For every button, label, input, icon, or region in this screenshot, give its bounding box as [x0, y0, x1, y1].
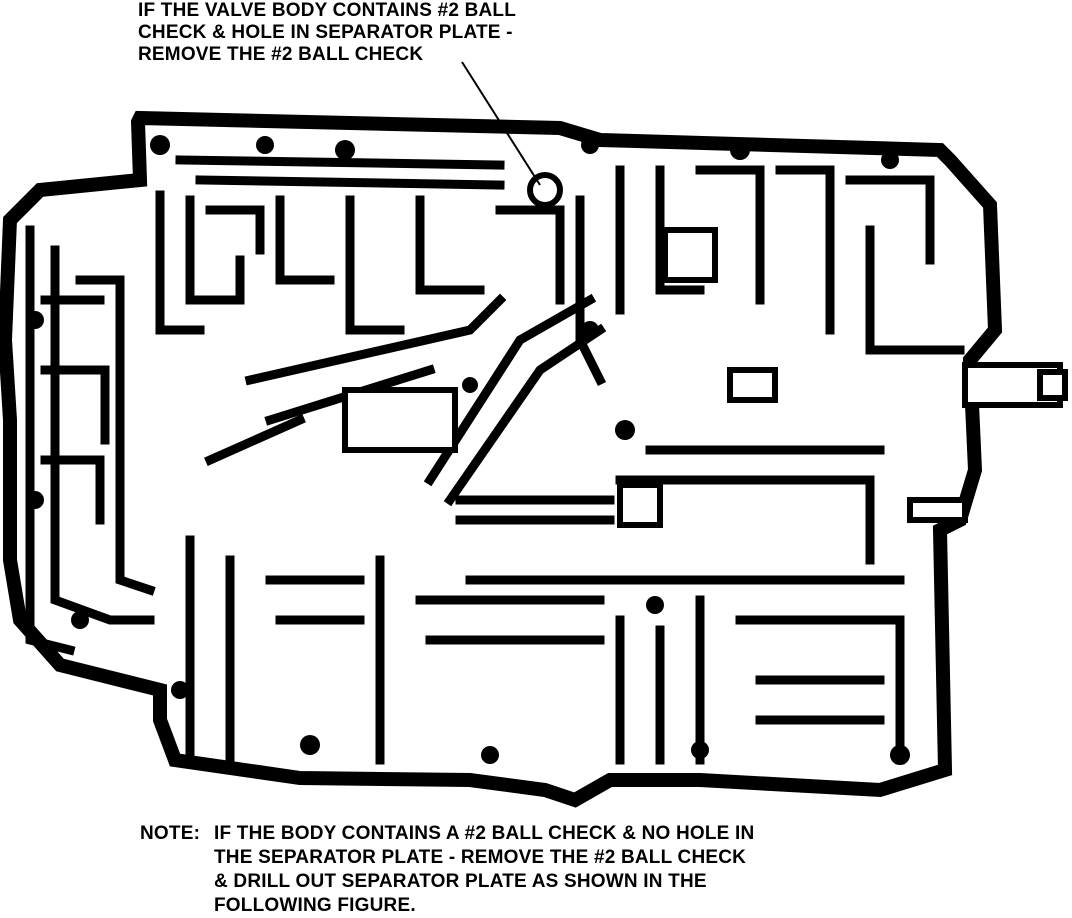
- note-line: & DRILL OUT SEPARATOR PLATE AS SHOWN IN …: [214, 871, 707, 892]
- callout-line: CHECK & HOLE IN SEPARATOR PLATE -: [138, 22, 513, 43]
- ball-check-callout: IF THE VALVE BODY CONTAINS #2 BALL CHECK…: [138, 0, 516, 66]
- ball-check-2: [527, 172, 563, 208]
- callout-leader-line: [461, 61, 541, 186]
- note-text: NOTE: IF THE BODY CONTAINS A #2 BALL CHE…: [140, 822, 754, 918]
- valve-bores: [342, 227, 778, 528]
- callout-line: REMOVE THE #2 BALL CHECK: [138, 44, 424, 65]
- valve-shafts: [907, 362, 1068, 523]
- fluid-channels: [25, 155, 965, 765]
- bolt-holes: [26, 135, 910, 765]
- note-lead: NOTE:: [140, 823, 201, 844]
- callout-line: IF THE VALVE BODY CONTAINS #2 BALL: [138, 0, 517, 21]
- valve-body-outline: [0, 110, 1003, 808]
- note-line: THE SEPARATOR PLATE - REMOVE THE #2 BALL…: [214, 847, 747, 868]
- note-line: IF THE BODY CONTAINS A #2 BALL CHECK & N…: [214, 823, 755, 844]
- note-line: FOLLOWING FIGURE.: [214, 895, 416, 916]
